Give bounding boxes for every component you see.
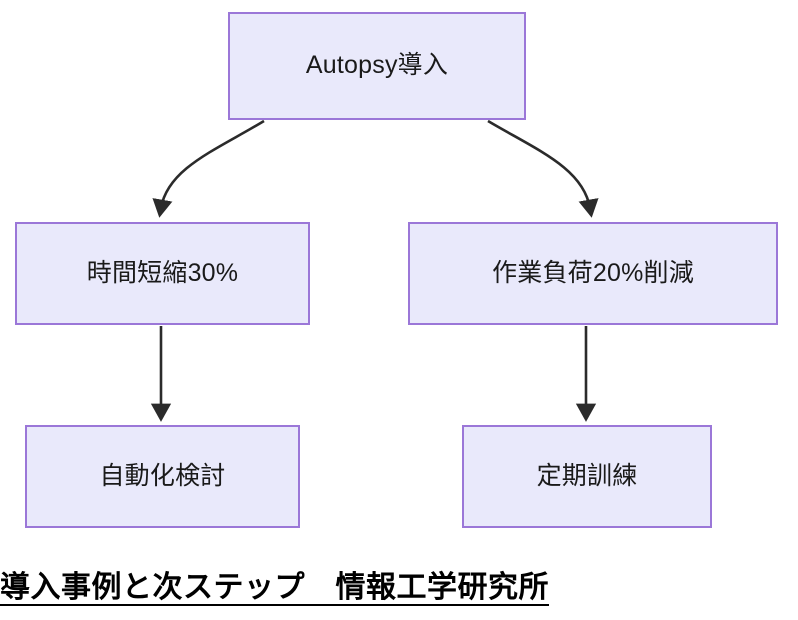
node-time-reduction[interactable]: 時間短縮30%	[15, 222, 310, 325]
node-autopsy-introduction[interactable]: Autopsy導入	[228, 12, 526, 120]
edge-root-to-workload	[487, 119, 599, 218]
node-workload-reduction[interactable]: 作業負荷20%削減	[408, 222, 778, 325]
node-label: 定期訓練	[536, 461, 638, 490]
node-automation-study[interactable]: 自動化検討	[25, 425, 300, 528]
node-label: Autopsy導入	[305, 51, 449, 80]
edge-root-to-time	[152, 119, 265, 218]
node-label: 作業負荷20%削減	[492, 258, 694, 287]
node-label: 自動化検討	[99, 461, 226, 490]
node-label: 時間短縮30%	[86, 258, 239, 287]
diagram-caption: 導入事例と次ステップ 情報工学研究所	[0, 556, 798, 612]
caption-text: 導入事例と次ステップ 情報工学研究所	[0, 571, 549, 604]
node-periodic-training[interactable]: 定期訓練	[462, 425, 712, 528]
